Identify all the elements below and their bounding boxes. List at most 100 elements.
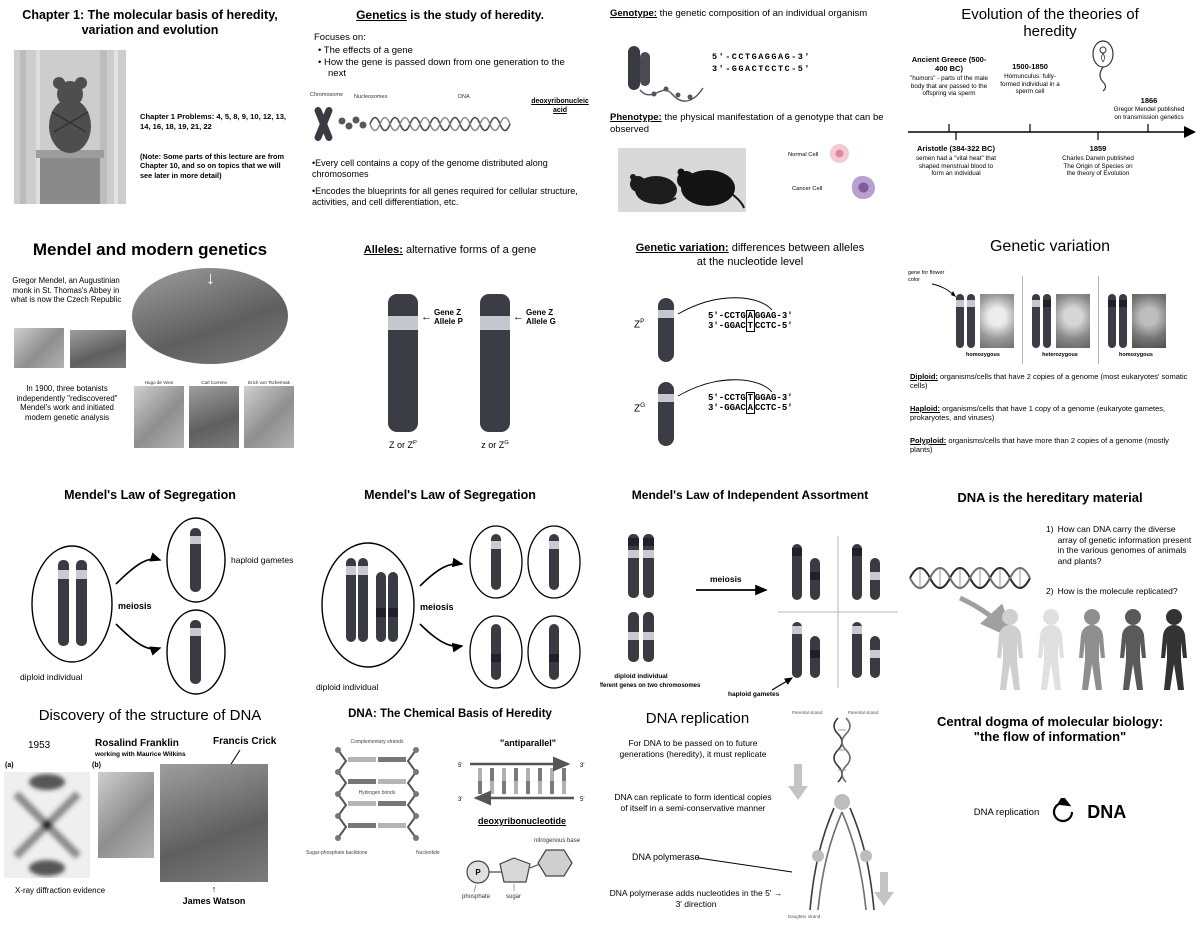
mouse-statue-photo <box>14 50 126 204</box>
callout-text: Gene Z Allele P <box>434 308 463 326</box>
question-text: How is the molecule replicated? <box>1057 586 1178 596</box>
normal-cell-label: Normal Cell <box>788 152 819 158</box>
slide-title: Alleles: alternative forms of a gene <box>300 232 600 256</box>
gene-z-allele-p-callout: ← Gene Z Allele P <box>421 308 463 326</box>
symbol-sup: P <box>413 440 417 446</box>
polyploid-definition: Polyploid: organisms/cells that have mor… <box>910 436 1192 455</box>
phenotype-term: Phenotype: <box>610 112 662 123</box>
crick-name: Francis Crick <box>213 736 277 747</box>
segregation-diagram: meiosis haploid gametes diploid individu… <box>20 517 293 695</box>
cancer-cell-icon <box>852 176 875 199</box>
variation-curves <box>677 297 773 397</box>
watson-arrow-icon: ↑ <box>211 884 217 894</box>
seq-post: CCTC-5' <box>754 321 793 331</box>
gene-flower-color-label: gene for flower color <box>908 270 945 283</box>
dna-helix-icon <box>909 567 1031 589</box>
divider <box>1098 276 1099 364</box>
event-head: Aristotle (384-322 BC) <box>917 144 995 153</box>
xray-pattern-art <box>4 772 90 878</box>
allele-band <box>388 316 418 330</box>
slide-title: Mendel and modern genetics <box>32 240 268 259</box>
event-body: "humors" - parts of the male body that a… <box>910 75 988 98</box>
event-body: Homunculus: fully-formed individual in a… <box>1000 73 1060 96</box>
slide-title: Evolution of the theories of heredity <box>961 6 1139 41</box>
haploid-gametes-label: haploid gametes <box>728 691 780 698</box>
meiosis-label: meiosis <box>420 602 454 612</box>
botanist-devries: Hugo de Vries <box>134 380 184 448</box>
alleles-term: Alleles: <box>363 244 403 256</box>
term: Haploid: <box>910 404 940 413</box>
botanist-caption: Hugo de Vries <box>144 380 174 385</box>
flower-photo <box>1132 294 1166 348</box>
xray-diffraction-photo <box>4 772 90 878</box>
genetics-term: Genetics <box>356 8 407 22</box>
mice-art <box>618 148 746 212</box>
replication-text-1: For DNA to be passed on to future genera… <box>619 738 767 760</box>
botanist-correns: Carl Correns <box>189 380 239 448</box>
symbol-base: Z or Z <box>389 440 414 450</box>
year-label: 1953 <box>28 740 51 751</box>
allele-band <box>1032 300 1040 307</box>
symbol-sup: P <box>640 318 645 325</box>
alleles-title-rest: alternative forms of a gene <box>402 244 537 256</box>
seq-post: CCTC-5' <box>754 403 793 413</box>
chromosome-allele-p <box>388 294 418 432</box>
chromosome <box>967 294 975 348</box>
antiparallel-figure: 5' 3' 3' 5' <box>458 756 584 806</box>
allele-band <box>658 394 674 402</box>
slide-title-line2: "the flow of information" <box>973 729 1127 744</box>
mendel-intro-text: Gregor Mendel, an Augustinian monk in St… <box>10 276 122 305</box>
watson-crick-photo <box>160 764 268 882</box>
question-1: 1) How can DNA carry the diverse array o… <box>1046 524 1192 567</box>
chromosome <box>956 294 964 348</box>
haploid-definition: Haploid: organisms/cells that have 1 cop… <box>910 404 1192 423</box>
slide-title-line1: Central dogma of molecular biology: <box>936 714 1164 729</box>
segregation-diagram: meiosis diploid individual <box>316 525 581 692</box>
down-arrow-icon: ↓ <box>206 268 215 288</box>
seq-post: GGAG-3' <box>754 393 793 403</box>
botanist-tschermak: Erich von Tschermak <box>244 380 294 448</box>
botanist-portrait-photo <box>189 386 239 448</box>
flower-photo <box>980 294 1014 348</box>
watson-name: James Watson <box>182 896 246 906</box>
genetics-title-rest: is the study of heredity. <box>406 8 544 22</box>
gene-label: Gene Z <box>434 308 462 317</box>
gene-label: Gene Z <box>526 308 554 317</box>
slide-title: Genetic variation: differences between a… <box>600 232 900 270</box>
daughter-strand-label: Daughter strand <box>788 914 821 919</box>
chromosome-zp <box>658 298 674 362</box>
monks-group-photo: ↓ <box>132 268 288 364</box>
slide-evolution-theories: Evolution of the theories of heredity An… <box>900 0 1200 232</box>
antiparallel-label: "antiparallel" <box>500 738 557 748</box>
slide-dna-replication: DNA replication For DNA to be passed on … <box>600 702 900 927</box>
meiosis-label: meiosis <box>118 601 152 611</box>
symbol-base: Z <box>634 319 641 331</box>
allele-band <box>956 300 964 307</box>
three-prime-label: 3' <box>458 797 462 803</box>
assortment-diagram: diploid individual two different genes o… <box>600 534 898 698</box>
slide-discovery-dna: Discovery of the structure of DNA 1953 R… <box>0 702 300 927</box>
seq-pre: 5'-CCTG <box>708 393 746 403</box>
five-prime-label: 5' <box>580 797 584 803</box>
slide-title: Mendel's Law of Independent Assortment <box>631 488 869 502</box>
question-number: 2) <box>1046 586 1054 596</box>
genotype-def-text: the genetic composition of an individual… <box>656 8 868 19</box>
diploid-individual-label: diploid individual <box>614 673 668 680</box>
focus-bullet-1: • The effects of a gene <box>318 45 413 56</box>
timeline-event-1500-1850: 1500-1850 Homunculus: fully-formed indiv… <box>996 62 1064 96</box>
mice-photo <box>618 148 746 212</box>
allele-g-symbol: z or ZG <box>462 440 528 450</box>
two-genes-label: two different genes on two chromosomes <box>600 683 701 689</box>
snp-base: A <box>745 310 755 321</box>
genotype-seq-top: 5'-CCTGAGGAG-3' <box>712 52 812 62</box>
parental-strand-label: Parental strand <box>848 710 879 715</box>
dna-label: DNA <box>458 94 470 100</box>
replication-text-2: DNA can replicate to form identical copi… <box>614 792 772 814</box>
slide-title: Genetic variation <box>989 238 1111 255</box>
genotype-definition: Genotype: the genetic composition of an … <box>610 8 890 20</box>
zygosity-label: heterozygous <box>1042 352 1078 358</box>
question-text: How can DNA carry the diverse array of g… <box>1057 524 1192 566</box>
snp-base: A <box>745 403 755 414</box>
